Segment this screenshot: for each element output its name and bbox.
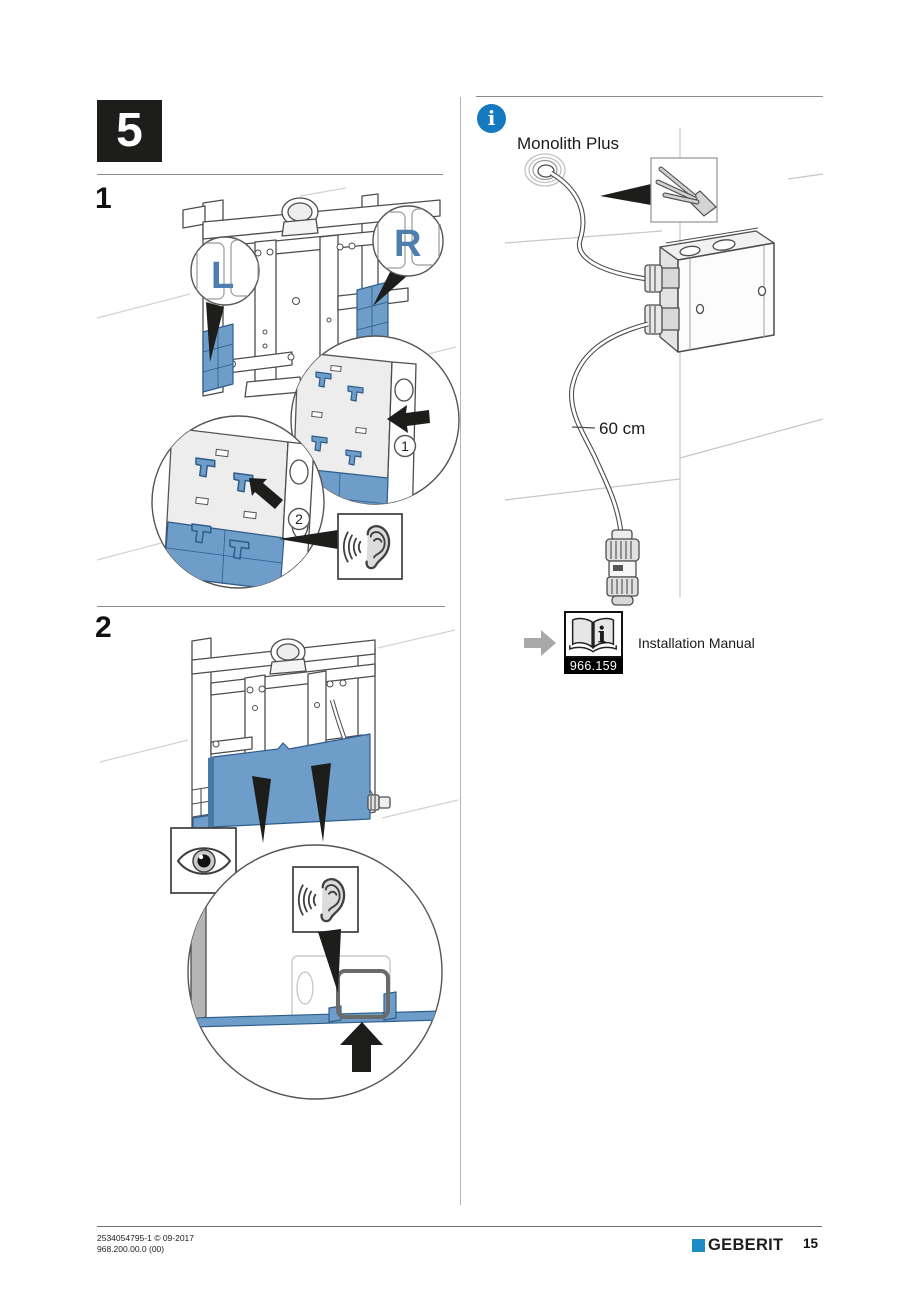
callout-1-badge: 1 (401, 438, 409, 454)
clip-bracket (336, 969, 390, 1019)
step-1-label: 1 (95, 182, 112, 215)
arrow-upleft-icon (249, 478, 283, 509)
cable-connector-small (367, 794, 391, 811)
manual-book-icon: i (564, 611, 623, 658)
manual-code: 966.159 (564, 658, 623, 674)
left-marker-detail: L (190, 236, 260, 306)
info-icon-glyph: i (487, 106, 496, 130)
pointer-to-right-foot (373, 270, 407, 306)
doc-code-line1: 2534054795-1 © 09-2017 (97, 1233, 195, 1243)
listen-icon-box (337, 513, 403, 580)
column-divider (460, 97, 461, 1205)
pointer-right (311, 763, 331, 842)
manual-label: Installation Manual (638, 635, 755, 651)
brand-logo-square (692, 1239, 705, 1252)
pointer-to-left-foot (206, 302, 224, 362)
pointer-left (252, 776, 271, 843)
listen-icon-box-2 (292, 866, 359, 933)
product-label: Monolith Plus (517, 134, 620, 153)
footer-rule (97, 1226, 822, 1227)
cable-gland-lower (644, 304, 680, 335)
arrow-up-icon (340, 1022, 383, 1072)
callout-2-circle: 2 (151, 415, 325, 589)
cover-panel (212, 733, 371, 828)
fig-info: 60 cm (504, 128, 824, 606)
fig-step1: L R (96, 187, 460, 589)
right-marker-detail: R (372, 205, 444, 277)
listen-pointer (279, 530, 338, 549)
dimension-leader (571, 426, 596, 429)
chapter-number-box: 5 (97, 100, 162, 162)
callout-1-circle: 1 (290, 335, 460, 505)
junction-box (644, 227, 775, 353)
left-column-top-rule (97, 174, 443, 175)
listen-pointer-2 (318, 929, 341, 993)
look-icon-box (170, 827, 237, 894)
panel-detail-circle (187, 844, 443, 1100)
callout-2-badge: 2 (295, 511, 303, 527)
fig-step2 (99, 629, 459, 1100)
page-number: 15 (803, 1236, 819, 1251)
right-column-top-rule (476, 96, 823, 97)
right-marker-letter: R (394, 223, 421, 265)
info-icon: i (477, 104, 506, 133)
footer-doc-codes: 2534054795-1 © 09-2017 968.200.00.0 (00) (97, 1233, 194, 1254)
doc-code-line2: 968.200.00.0 (00) (97, 1243, 165, 1254)
cable-length-label: 60 cm (599, 419, 645, 438)
detail-pointer (600, 184, 651, 205)
brand-logo: GEBERIT (692, 1236, 783, 1255)
brand-logo-word: GEBERIT (708, 1236, 784, 1254)
arrow-left-icon (387, 405, 430, 433)
wall-outlet-hole (524, 153, 566, 187)
left-marker-letter: L (211, 255, 234, 297)
cover-panel-edge (208, 757, 213, 828)
reference-arrow-icon (524, 630, 556, 656)
chapter-number: 5 (116, 104, 143, 157)
manual-reference: i 966.159 (564, 611, 623, 674)
wires-inset-box (650, 157, 718, 223)
step-2-label: 2 (95, 611, 112, 644)
left-column-mid-rule (97, 606, 445, 607)
cable-connector (605, 529, 640, 606)
book-icon-glyph: i (598, 622, 606, 648)
cable-gland-upper (644, 264, 680, 293)
